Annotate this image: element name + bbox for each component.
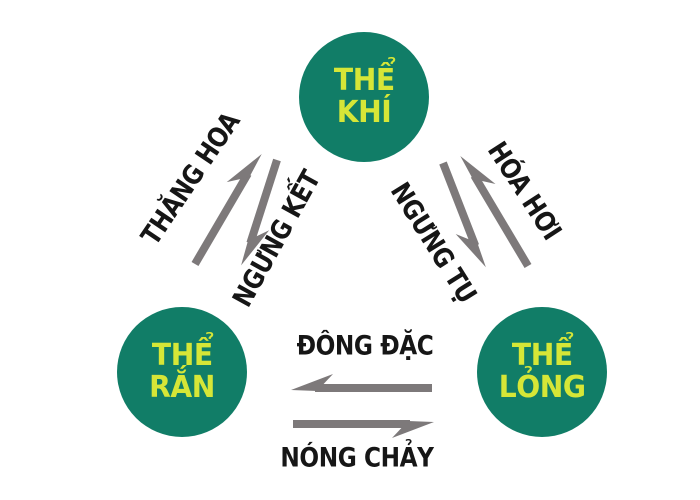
arrow-hoa-hoi [460, 156, 532, 269]
node-gas: THỂ KHÍ [299, 32, 429, 162]
arrow-nong-chay [293, 420, 434, 438]
node-solid-line1: THỂ [151, 337, 213, 373]
node-solid-line2: RẮN [149, 370, 215, 405]
node-solid: THỂ RẮN [117, 307, 247, 437]
arrow-ngung-tu [439, 161, 486, 268]
arrow-thang-hoa [191, 154, 262, 267]
transition-label-dong-dac: ĐÔNG ĐẶC [296, 330, 434, 362]
arrow-ngung-ket [241, 158, 281, 266]
node-liquid-line2: LỎNG [498, 370, 586, 405]
transition-label-nong-chay: NÓNG CHẢY [280, 442, 434, 474]
node-liquid-line1: THỂ [511, 337, 573, 373]
node-gas-line2: KHÍ [336, 95, 392, 130]
node-gas-line1: THỂ [333, 62, 395, 98]
node-liquid: THỂ LỎNG [477, 307, 607, 437]
arrow-dong-dac [291, 374, 432, 392]
